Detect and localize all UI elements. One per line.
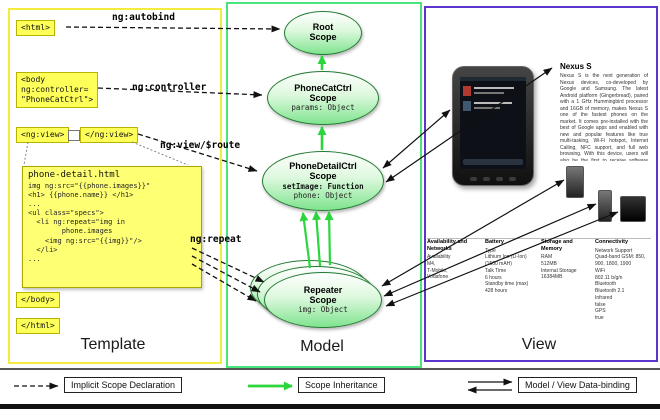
phonecatctrl-scope-prop: params: Object: [291, 103, 355, 113]
legend-bottom-rule: [0, 404, 660, 409]
phone-statusbar: [460, 77, 526, 81]
repeater-scope-ellipse: Repeater Scope img: Object: [264, 272, 382, 328]
repeater-scope-prop: img: Object: [298, 305, 348, 315]
model-panel-label: Model: [300, 338, 344, 355]
ngview-close-tag: </ng:view>: [80, 127, 139, 143]
controller-label: ng:controller: [132, 82, 207, 93]
body-open-tag: <body ng:controller= "PhoneCatCtrl">: [16, 72, 99, 108]
ngview-placeholder-box: [68, 130, 80, 141]
root-scope-ellipse: Root Scope: [284, 11, 362, 55]
legend-inheritance-label: Scope Inheritance: [298, 377, 385, 393]
autobind-label: ng:autobind: [112, 12, 175, 23]
phone-screen: [460, 77, 526, 169]
phonedetailctrl-scope-ellipse: PhoneDetailCtrl Scope setImage: Function…: [262, 151, 384, 211]
phone-searchbar: [463, 159, 523, 165]
html-close-tag: </html>: [16, 318, 60, 334]
code-lines: img ng:src="{{phone.images}}" <h1> {{pho…: [28, 182, 151, 263]
specs-col-connectivity: Connectivity Network Support Quad-band G…: [595, 239, 651, 322]
product-title: Nexus S: [560, 62, 592, 71]
specs-header: Storage and Memory: [541, 239, 573, 252]
template-panel: [8, 8, 222, 364]
phonedetailctrl-scope-title: PhoneDetailCtrl Scope: [289, 161, 357, 181]
legend-binding-label: Model / View Data-binding: [518, 377, 637, 393]
phonedetailctrl-phone-prop: phone: Object: [293, 190, 353, 200]
root-scope-title: Root Scope: [309, 22, 337, 42]
phone-list-thumb-1: [463, 86, 471, 96]
specs-col-availability: Availability and Networks Availability M…: [427, 239, 481, 281]
specs-col-battery: Battery Type Lithium Ion (Li-Ion) (1500 …: [485, 239, 537, 295]
view-route-label: ng:view/$route: [160, 140, 241, 151]
specs-header: Connectivity: [595, 239, 629, 245]
phonecatctrl-scope-ellipse: PhoneCatCtrl Scope params: Object: [267, 71, 379, 125]
specs-lines: Network Support Quad-band GSM: 850, 900,…: [595, 247, 646, 322]
code-title: phone-detail.html: [28, 170, 121, 180]
product-description: Nexus S is the next generation of Nexus …: [560, 73, 648, 161]
specs-header: Availability and Networks: [427, 239, 468, 252]
repeater-scope-title: Repeater Scope: [303, 284, 343, 305]
phonecatctrl-scope-title: PhoneCatCtrl Scope: [294, 82, 352, 103]
ngview-open-tag: <ng:view>: [16, 127, 70, 143]
phonedetailctrl-setimage-prop: setImage: Function: [282, 181, 364, 191]
specs-header: Battery: [485, 239, 504, 245]
phone-softkeys: [453, 177, 533, 181]
phone-list-thumb-2: [463, 101, 471, 111]
phone-detail-code-box: phone-detail.html img ng:src="{{phone.im…: [22, 166, 202, 288]
legend-top-rule: [0, 368, 660, 370]
specs-lines: RAM 512MB Internal Storage 16384MB: [541, 254, 577, 281]
body-close-tag: </body>: [16, 292, 60, 308]
specs-col-storage: Storage and Memory RAM 512MB Internal St…: [541, 239, 591, 281]
phone-mockup: [452, 66, 534, 186]
view-panel-label: View: [521, 336, 557, 353]
phone-list-line: [474, 87, 514, 89]
phone-thumbnail-1: [566, 166, 584, 198]
specs-lines: Availability M4, T-Mobile, Vodafone: [427, 254, 451, 281]
legend-implicit-label: Implicit Scope Declaration: [64, 377, 183, 393]
phone-list-line: [474, 102, 512, 104]
phone-list-line: [474, 92, 504, 94]
html-open-tag: <html>: [16, 20, 55, 36]
phone-list-line: [474, 107, 500, 109]
template-panel-label: Template: [80, 336, 146, 353]
repeat-label: ng:repeat: [190, 234, 242, 245]
phone-thumbnail-3: [620, 196, 646, 222]
phone-thumbnail-2: [598, 190, 612, 222]
specs-lines: Type Lithium Ion (Li-Ion) (1500 mAH) Tal…: [485, 247, 529, 295]
